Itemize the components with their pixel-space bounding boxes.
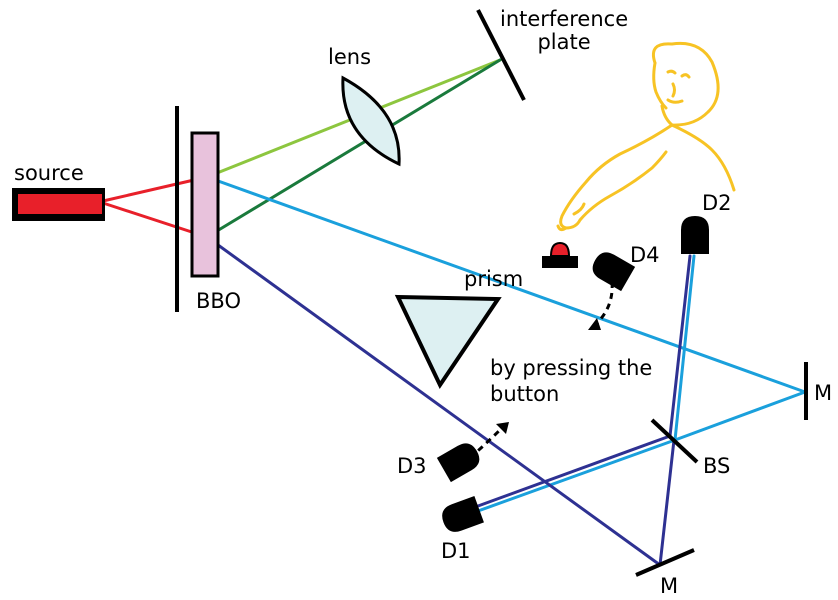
push-button-icon — [542, 241, 578, 268]
dashed-arrow-d3 — [468, 424, 506, 460]
dashed-arrow-d4-head — [588, 318, 601, 330]
label-prism: prism — [464, 267, 524, 291]
mirror-bottom-icon — [635, 548, 695, 577]
detector-d4-icon — [592, 252, 636, 292]
label-source: source — [14, 161, 84, 185]
detector-d3-icon — [436, 443, 480, 483]
light-blue-beam-to-d2 — [673, 254, 696, 442]
dark-blue-beam-to-d1 — [476, 434, 672, 508]
pump-beam-upper — [101, 175, 209, 203]
dark-blue-beam-to-d2 — [668, 254, 692, 438]
label-interference-plate: interference plate — [500, 7, 629, 55]
lens-icon — [341, 75, 401, 167]
label-m-right: M — [814, 381, 833, 405]
label-d2: D2 — [702, 191, 732, 215]
label-bs: BS — [703, 454, 731, 478]
label-bbo: BBO — [196, 289, 241, 313]
light-blue-beam-to-mirror — [205, 175, 807, 394]
label-d3: D3 — [397, 454, 427, 478]
label-d1: D1 — [441, 539, 471, 563]
source-laser-icon — [12, 188, 105, 221]
detector-d2-icon — [681, 216, 709, 254]
pump-beam-lower — [101, 201, 209, 239]
label-m-bottom: M — [660, 574, 679, 598]
beams — [101, 58, 807, 567]
label-lens: lens — [328, 45, 372, 69]
person-icon — [556, 41, 736, 232]
label-d4: D4 — [630, 243, 660, 267]
beamsplitter-icon — [650, 418, 699, 464]
prism-icon — [394, 294, 502, 390]
dashed-arrow-d3-head — [496, 422, 509, 434]
light-blue-beam-to-bs — [673, 390, 807, 442]
dark-blue-beam-to-mirror — [205, 235, 662, 567]
bbo-crystal-icon — [190, 131, 220, 278]
dark-blue-beam-to-bs — [658, 438, 676, 567]
label-button-note: by pressing the button — [490, 356, 653, 407]
dark-green-beam — [205, 58, 502, 239]
interference-plate-icon — [476, 9, 526, 101]
light-blue-beam-to-d1 — [476, 438, 677, 513]
detector-d1-icon — [442, 496, 484, 532]
